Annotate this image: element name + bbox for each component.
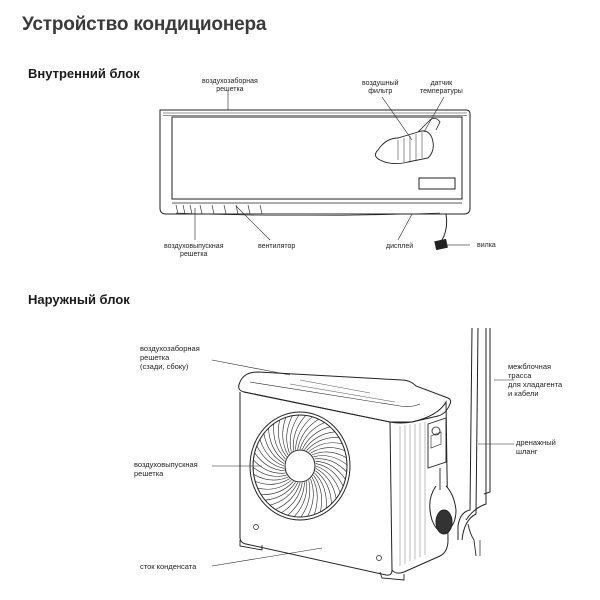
outdoor-fan-grille [249, 411, 426, 566]
fan-blade-line [315, 463, 344, 487]
display-label: дисплей [386, 243, 414, 250]
fan-blade-line [265, 482, 296, 501]
fan-blade-line [253, 474, 289, 481]
outdoor-unit-heading: Наружный блок [28, 292, 130, 307]
interblock-line-label: межблочная трасса для хладагента и кабел… [508, 362, 562, 398]
label-line: решетка [134, 469, 164, 478]
fan-blade-line [268, 428, 285, 462]
label-line: воздухозаборная [202, 78, 258, 85]
fan-blade-line [311, 451, 347, 458]
label-line: воздуховыпускная [164, 243, 224, 250]
label-line: воздушный [362, 80, 399, 87]
label-line: решетка [140, 353, 170, 362]
outdoor-intake-grille-label: воздухозаборная решетка (сзади, сбоку) [140, 344, 200, 371]
fan-blade-line [278, 420, 287, 457]
label-line: решетка [180, 251, 208, 258]
fan-ring [252, 414, 348, 518]
fan-blade-line [269, 482, 298, 506]
label-line: дренажный [516, 438, 556, 447]
fan-blade-line [254, 452, 285, 472]
label-line: решетка [216, 86, 244, 93]
label-line: для хладагента [508, 380, 563, 389]
fan-blade-line [287, 482, 305, 516]
fan-blade-line [289, 414, 300, 452]
fan-label: вентилятор [258, 243, 296, 250]
fan-blade-line [294, 481, 308, 517]
fan-blade-line [297, 418, 319, 450]
fan-blade-line [306, 437, 340, 451]
plug-label: вилка [477, 242, 496, 249]
indoor-intake-grille-label: воздухозаборная решетка [202, 78, 258, 94]
fan-blade-line [260, 481, 294, 495]
condensate-drain-label: сток конденсата [140, 562, 197, 571]
fan-blade-line [310, 447, 345, 454]
indoor-unit-drawing [159, 91, 471, 251]
fan-blade-line [313, 475, 322, 512]
label-line: датчик [430, 80, 453, 87]
fan-blade-line [257, 480, 292, 490]
fan-blade-line [263, 433, 285, 464]
fan-blade-line [255, 478, 290, 485]
outdoor-unit-drawing [211, 327, 514, 581]
label-line: трасса [508, 371, 532, 380]
air-filter-label: воздушный фильтр [362, 80, 399, 96]
fan-blade-line [311, 476, 318, 515]
fan-blade-line [304, 431, 335, 450]
fan-blade-line [300, 480, 311, 518]
label-line: (сзади, сбоку) [140, 362, 189, 371]
fan-blade-line [314, 458, 347, 473]
fan-blade-line [313, 455, 348, 466]
fan-blade-line [315, 465, 341, 493]
fan-blade-line [282, 417, 289, 456]
fan-blade-line [299, 422, 325, 450]
fan-blade-line [315, 470, 332, 504]
label-line: шланг [516, 447, 538, 456]
label-line: и кабели [508, 389, 539, 398]
outdoor-outlet-grille-label: воздуховыпускная решетка [134, 460, 198, 478]
fan-blade-line [295, 416, 313, 450]
label-line: воздухозаборная [140, 344, 200, 353]
fan-hub [284, 449, 316, 483]
fan-blade-line [253, 459, 286, 474]
indoor-outlet-grille-label: воздуховыпускная решетка [164, 243, 223, 259]
temperature-sensor-label: датчик температуры [420, 80, 463, 96]
fan-blade-line [281, 482, 303, 514]
fan-ring [249, 411, 351, 521]
fan-blade-line [259, 439, 285, 467]
fan-blade-line [302, 426, 331, 450]
fan-blade-line [315, 468, 337, 499]
fan-blade-line [292, 415, 306, 451]
fan-blade-line [273, 423, 286, 460]
label-line: воздуховыпускная [134, 460, 198, 469]
fan-blade-line [314, 472, 327, 509]
fan-blade-line [286, 415, 293, 454]
page-title: Устройство кондиционера [22, 14, 267, 35]
drain-hose-label: дренажный шланг [516, 438, 556, 456]
label-line: фильтр [368, 88, 393, 95]
fan-blade-line [256, 445, 285, 469]
indoor-unit-heading: Внутренний блок [28, 66, 140, 81]
label-line: межблочная [508, 362, 552, 371]
fan-blade-line [307, 478, 314, 517]
fan-blade-line [252, 466, 287, 477]
fan-blade-line [315, 460, 346, 480]
label-line: температуры [420, 88, 463, 95]
fan-blade-line [275, 482, 301, 510]
fan-blade-line [308, 442, 343, 452]
